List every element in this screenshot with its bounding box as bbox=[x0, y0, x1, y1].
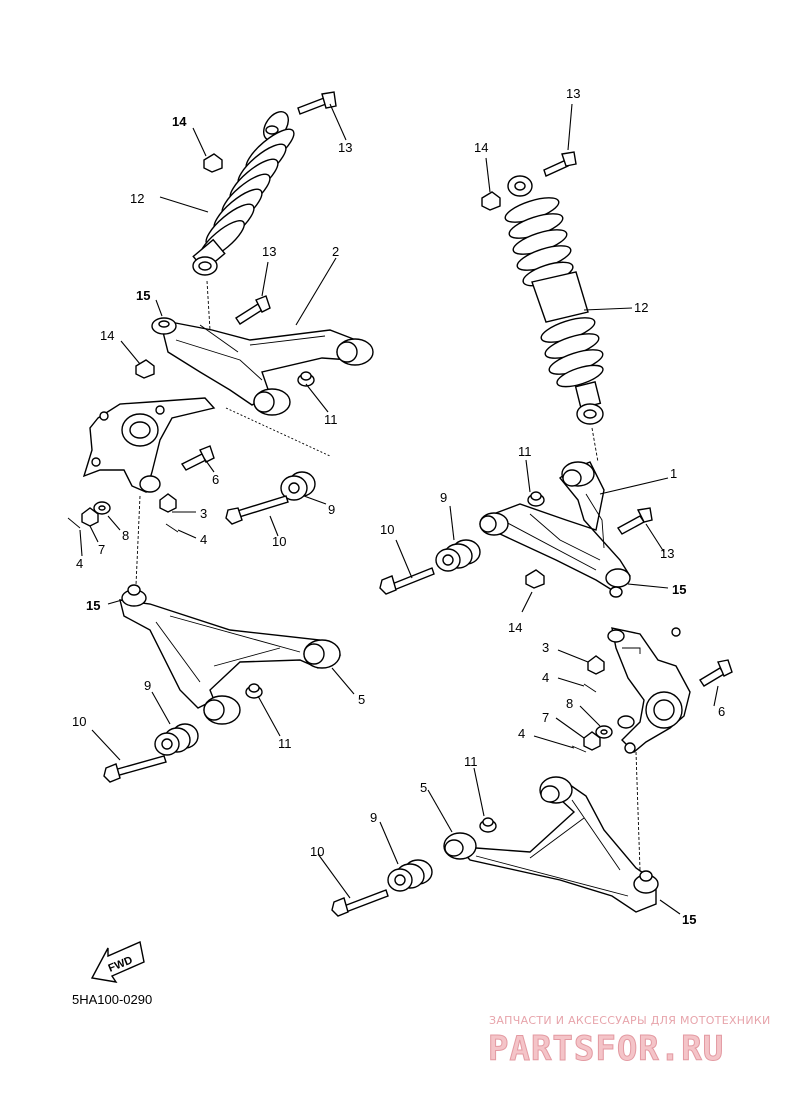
callout-8-left: 8 bbox=[122, 528, 129, 543]
callout-10-right-lower: 10 bbox=[310, 844, 324, 859]
right-nut-7[interactable] bbox=[583, 731, 601, 751]
callout-4-left-left: 4 bbox=[76, 556, 83, 571]
callout-14-right-arm: 14 bbox=[508, 620, 522, 635]
left-cap-11-upper[interactable] bbox=[297, 371, 315, 387]
callout-5-left: 5 bbox=[358, 692, 365, 707]
callout-13-left-arm: 13 bbox=[262, 244, 276, 259]
callout-4-right-upper: 4 bbox=[542, 670, 549, 685]
callout-6-right: 6 bbox=[718, 704, 725, 719]
callout-12-left: 12 bbox=[130, 191, 144, 206]
callout-5-right: 5 bbox=[420, 780, 427, 795]
callout-13-right-arm: 13 bbox=[660, 546, 674, 561]
callout-11-left-upper: 11 bbox=[324, 412, 338, 427]
right-lower-a-arm[interactable] bbox=[443, 776, 659, 913]
callout-14-left-top: 14 bbox=[172, 114, 187, 129]
right-upper-bushing[interactable] bbox=[435, 539, 481, 572]
callout-4-right-lower: 4 bbox=[518, 726, 525, 741]
callout-9-right-lower: 9 bbox=[370, 810, 377, 825]
callout-15-left-lower: 15 bbox=[86, 598, 100, 613]
right-steering-knuckle[interactable] bbox=[607, 627, 691, 754]
left-washer-8[interactable] bbox=[93, 501, 111, 515]
left-cotter-pin-4a[interactable] bbox=[67, 517, 81, 529]
callout-7-left: 7 bbox=[98, 542, 105, 557]
callout-10-left-upper: 10 bbox=[272, 534, 286, 549]
watermark-brand: PARTSFOR.RU bbox=[488, 1029, 724, 1069]
left-bolt-10-upper[interactable] bbox=[225, 495, 289, 525]
right-lower-bushing[interactable] bbox=[387, 859, 433, 892]
left-cotter-pin-4b[interactable] bbox=[165, 523, 179, 533]
callout-2: 2 bbox=[332, 244, 339, 259]
callout-1: 1 bbox=[670, 466, 677, 481]
callout-11-right-lower: 11 bbox=[464, 754, 478, 769]
right-nut-14-top[interactable] bbox=[481, 191, 501, 211]
callout-10-left-lower: 10 bbox=[72, 714, 86, 729]
callout-9-left-lower: 9 bbox=[144, 678, 151, 693]
left-shock-absorber[interactable] bbox=[192, 107, 299, 276]
fwd-arrow-icon: FWD bbox=[90, 941, 145, 983]
callout-15-right-upper: 15 bbox=[672, 582, 686, 597]
callout-14-right-top: 14 bbox=[474, 140, 488, 155]
right-upper-a-arm[interactable] bbox=[479, 461, 631, 598]
callout-14-left-arm: 14 bbox=[100, 328, 114, 343]
callout-4-left-right: 4 bbox=[200, 532, 207, 547]
watermark-logo: ЗАПЧАСТИ И АКСЕССУАРЫ ДЛЯ МОТОТЕХНИКИ PA… bbox=[488, 1014, 771, 1070]
right-bolt-10-upper[interactable] bbox=[379, 567, 435, 595]
left-nut-7[interactable] bbox=[81, 507, 99, 527]
right-washer-8[interactable] bbox=[595, 725, 613, 739]
right-cotter-pin-4a[interactable] bbox=[583, 683, 597, 693]
right-cotter-pin-4b[interactable] bbox=[571, 745, 587, 753]
right-bolt-10-lower[interactable] bbox=[331, 889, 389, 917]
callout-11-left-lower: 11 bbox=[278, 736, 292, 751]
left-bolt-10-lower[interactable] bbox=[103, 755, 167, 783]
left-bolt-13-arm[interactable] bbox=[235, 295, 271, 325]
callout-3-left: 3 bbox=[200, 506, 207, 521]
right-bolt-6[interactable] bbox=[699, 659, 733, 687]
left-castle-nut-3[interactable] bbox=[159, 493, 177, 513]
left-nut-14-arm[interactable] bbox=[135, 359, 155, 379]
callout-9-left-upper: 9 bbox=[328, 502, 335, 517]
left-nut-14-top[interactable] bbox=[203, 153, 223, 173]
right-cap-11-upper[interactable] bbox=[527, 491, 545, 507]
right-bolt-13-arm[interactable] bbox=[616, 507, 653, 535]
right-castle-nut-3[interactable] bbox=[587, 655, 605, 675]
callout-8-right: 8 bbox=[566, 696, 573, 711]
callout-15-left-upper: 15 bbox=[136, 288, 150, 303]
left-cap-11-lower[interactable] bbox=[245, 683, 263, 699]
callout-7-right: 7 bbox=[542, 710, 549, 725]
left-steering-knuckle[interactable] bbox=[82, 397, 216, 493]
callout-11-right-upper: 11 bbox=[518, 444, 532, 459]
diagram-code: 5HA100-0290 bbox=[72, 992, 152, 1007]
right-cap-11-lower[interactable] bbox=[479, 817, 497, 833]
left-upper-bushing[interactable] bbox=[280, 471, 316, 501]
callout-15-right-lower: 15 bbox=[682, 912, 696, 927]
callout-13-left-top: 13 bbox=[338, 140, 352, 155]
left-upper-a-arm[interactable] bbox=[151, 317, 374, 416]
left-bolt-6[interactable] bbox=[180, 445, 215, 471]
callout-12-right: 12 bbox=[634, 300, 648, 315]
right-nut-14-arm[interactable] bbox=[525, 569, 545, 589]
callout-3-right: 3 bbox=[542, 640, 549, 655]
callout-6-left: 6 bbox=[212, 472, 219, 487]
right-shock-absorber[interactable] bbox=[503, 175, 606, 425]
callout-9-right-upper: 9 bbox=[440, 490, 447, 505]
left-bolt-13-shock-top[interactable] bbox=[297, 91, 337, 115]
callout-13-right-top: 13 bbox=[566, 86, 580, 101]
left-lower-bushing[interactable] bbox=[154, 723, 199, 756]
watermark-subtitle: ЗАПЧАСТИ И АКСЕССУАРЫ ДЛЯ МОТОТЕХНИКИ bbox=[489, 1014, 771, 1027]
right-bolt-13-shock-top[interactable] bbox=[543, 151, 577, 177]
callout-10-right-upper: 10 bbox=[380, 522, 394, 537]
left-lower-a-arm[interactable] bbox=[119, 584, 342, 725]
